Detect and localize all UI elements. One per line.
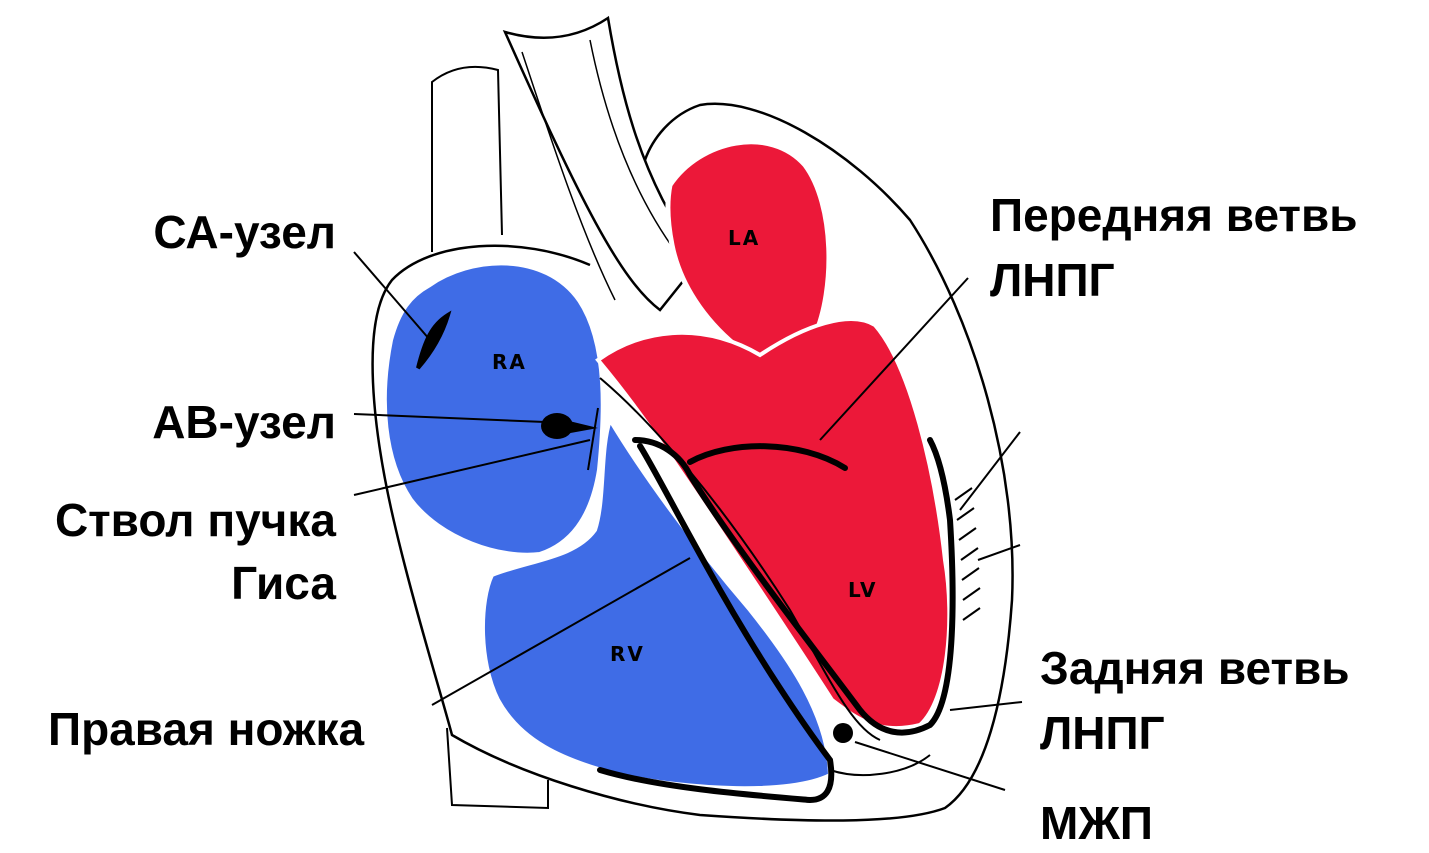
label-right-bundle-branch: Правая ножка	[48, 699, 364, 759]
label-his-bundle-2: Гиса	[231, 553, 336, 613]
posterior-branch-leader	[950, 702, 1022, 710]
septum-marker-dot	[833, 723, 853, 743]
chamber-label-lv: LV	[848, 560, 877, 620]
septum-leader	[855, 742, 1005, 790]
label-posterior-branch-1: Задняя ветвь	[1040, 638, 1350, 698]
label-septum: МЖП	[1040, 793, 1153, 853]
label-anterior-branch-2: ЛНПГ	[990, 250, 1115, 310]
purkinje-fibers	[955, 488, 980, 620]
chamber-label-la: LA	[728, 208, 760, 268]
label-anterior-branch-1: Передняя ветвь	[990, 185, 1358, 245]
outer-wall-leader-2	[978, 545, 1020, 560]
label-sa-node: СА-узел	[153, 202, 336, 262]
vena-cava-outline	[432, 67, 502, 252]
chamber-label-ra: RA	[492, 332, 527, 392]
chamber-label-rv: RV	[610, 624, 645, 684]
label-av-node: АВ-узел	[152, 392, 336, 452]
label-his-bundle-1: Ствол пучка	[55, 490, 336, 550]
label-posterior-branch-2: ЛНПГ	[1040, 703, 1165, 763]
outer-wall-leader-1	[960, 432, 1020, 510]
septum-apex-line	[830, 755, 930, 775]
right-atrium	[384, 262, 604, 555]
